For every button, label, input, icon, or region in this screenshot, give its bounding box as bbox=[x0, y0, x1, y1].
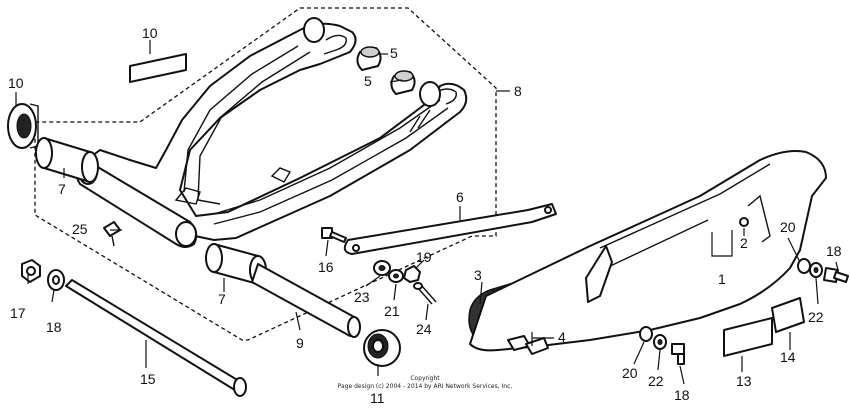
pivot-shaft bbox=[251, 263, 361, 338]
callout-8: 8 bbox=[514, 83, 522, 99]
washer-21 bbox=[388, 269, 404, 283]
callout-11: 10 bbox=[142, 25, 158, 41]
assembly-boundary bbox=[34, 7, 497, 341]
callout-4: 4 bbox=[558, 329, 566, 345]
nut-16 bbox=[21, 259, 41, 283]
washer-23 bbox=[373, 260, 391, 276]
callout-13: 14 bbox=[780, 349, 796, 365]
callout-5-upper: 5 bbox=[390, 45, 398, 61]
chain-case bbox=[469, 150, 827, 352]
bolt-18-bottom bbox=[671, 343, 685, 365]
nut-19 bbox=[403, 265, 421, 283]
callout-16: 17 bbox=[10, 305, 26, 321]
callout-22-bottom: 22 bbox=[648, 373, 664, 389]
collar-22-bottom bbox=[653, 334, 667, 350]
callout-20-bottom: 20 bbox=[622, 365, 638, 381]
grease-fitting-25 bbox=[103, 221, 121, 247]
bushing-lower bbox=[390, 70, 416, 95]
bolt-15 bbox=[321, 227, 347, 243]
collar-22-right bbox=[809, 262, 823, 278]
callout-14: 15 bbox=[140, 371, 156, 387]
washer-20-bottom bbox=[639, 326, 653, 342]
callout-15: 16 bbox=[318, 259, 334, 275]
callout-10-bottom: 11 bbox=[370, 390, 385, 406]
bushing-upper bbox=[356, 46, 382, 71]
leader-lines bbox=[15, 40, 839, 385]
callout-22-right: 22 bbox=[808, 309, 824, 325]
copyright-line-1: Copyright bbox=[410, 375, 440, 382]
swing-arm bbox=[76, 17, 468, 248]
callout-19: 19 bbox=[416, 249, 432, 265]
label-plate-12 bbox=[723, 317, 773, 357]
callout-7-lower: 7 bbox=[218, 291, 226, 307]
callout-25: 25 bbox=[72, 221, 88, 237]
label-plate-13 bbox=[771, 297, 805, 333]
bolt-18-right bbox=[823, 267, 849, 283]
callout-1: 1 bbox=[718, 271, 726, 287]
copyright-line-2: Page design (c) 2004 - 2014 by ARI Netwo… bbox=[338, 383, 513, 390]
callout-labels: 10 10 5 5 8 7 25 17 18 7 9 15 11 6 16 23… bbox=[8, 25, 842, 406]
callout-3: 3 bbox=[474, 267, 482, 283]
callout-18-bottom: 18 bbox=[674, 387, 690, 403]
callout-5-lower: 5 bbox=[364, 73, 372, 89]
stay-bar bbox=[343, 203, 557, 255]
callout-17: 18 bbox=[46, 319, 62, 335]
cotter-pin-24 bbox=[413, 282, 437, 305]
washer-17 bbox=[47, 269, 65, 291]
callout-23: 23 bbox=[354, 289, 370, 305]
seal-lower bbox=[363, 329, 401, 367]
collar-upper bbox=[35, 137, 99, 183]
bearing-top bbox=[7, 103, 39, 149]
callout-7-upper: 7 bbox=[58, 181, 66, 197]
callout-10-top: 10 bbox=[8, 75, 24, 91]
clip-4 bbox=[507, 335, 549, 355]
label-plate-11 bbox=[129, 53, 187, 83]
callout-2: 2 bbox=[740, 235, 748, 251]
callout-20-right: 20 bbox=[780, 219, 796, 235]
callout-21: 21 bbox=[384, 303, 400, 319]
callout-9: 9 bbox=[296, 335, 304, 351]
callout-6: 6 bbox=[456, 189, 464, 205]
callout-18-right: 18 bbox=[826, 243, 842, 259]
callout-24: 24 bbox=[416, 321, 432, 337]
callout-12: 13 bbox=[736, 373, 752, 389]
pivot-bolt bbox=[65, 279, 247, 397]
